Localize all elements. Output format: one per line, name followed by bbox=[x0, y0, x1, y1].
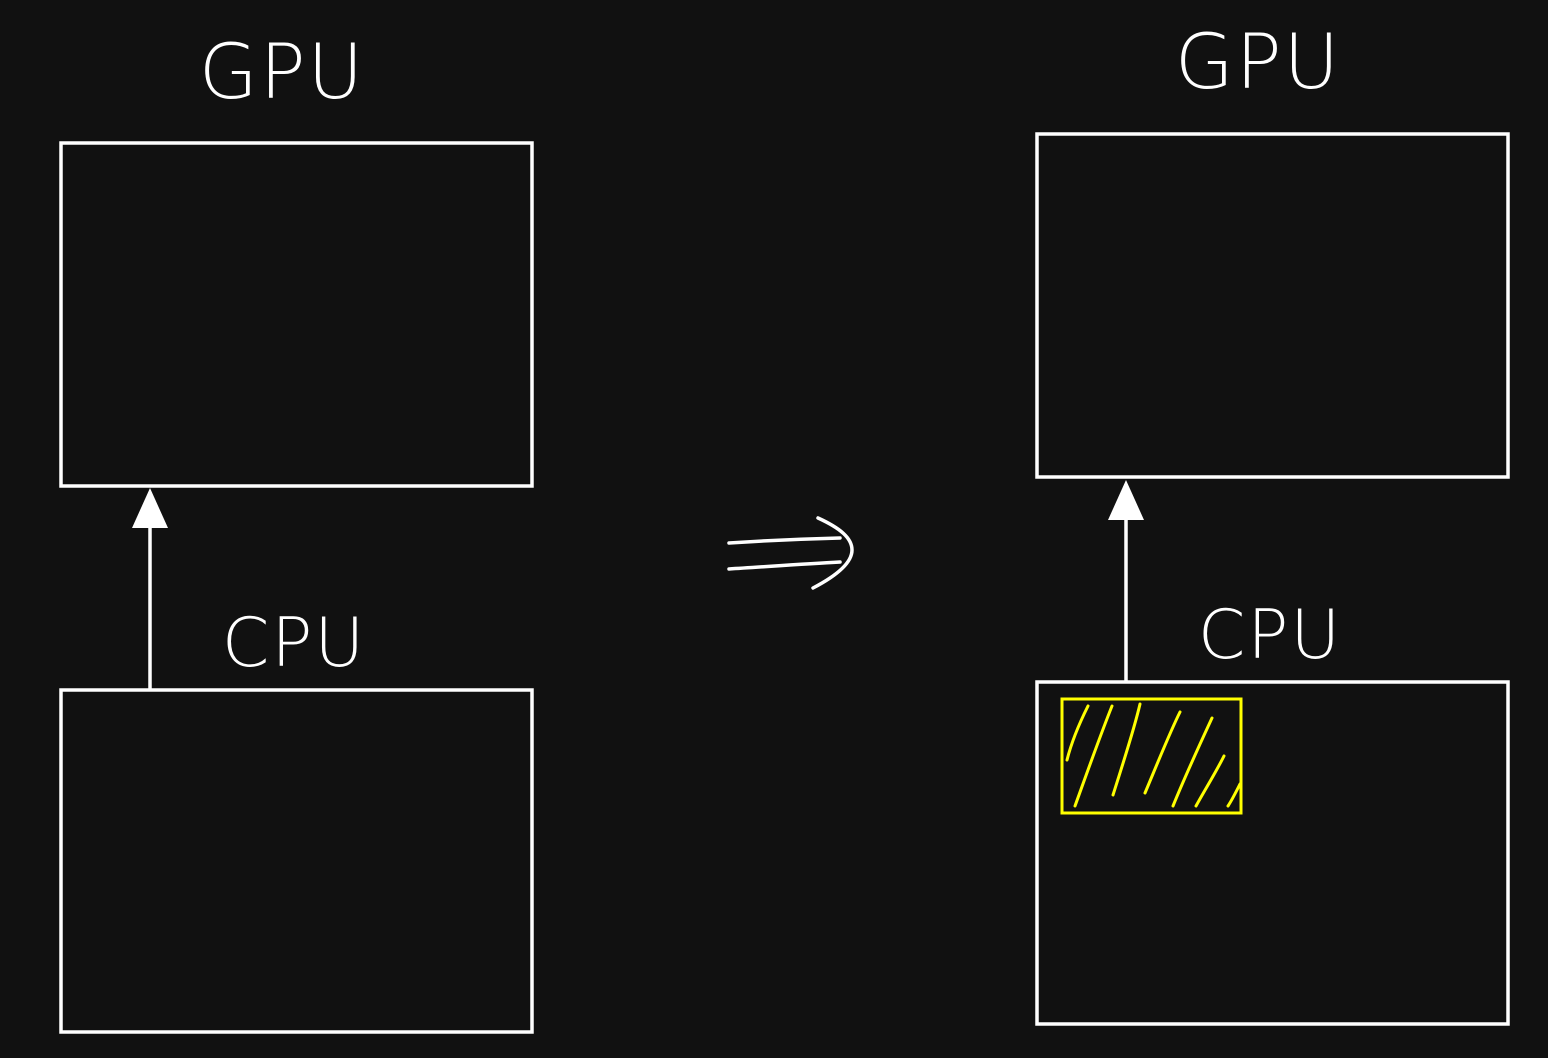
transition-upper-stroke bbox=[727, 536, 842, 545]
left-gpu-label: GPU bbox=[199, 27, 365, 116]
right-cpu-label: CPU bbox=[1198, 596, 1342, 675]
hatch-line bbox=[1111, 702, 1142, 797]
right-gpu-box bbox=[1035, 132, 1510, 479]
left-cpu-box bbox=[59, 688, 534, 1034]
highlight-region-border bbox=[1060, 697, 1243, 815]
hatch-line bbox=[1226, 782, 1242, 808]
right-gpu-label: GPU bbox=[1175, 17, 1341, 106]
transition-lower-stroke bbox=[727, 560, 842, 571]
hatch-line bbox=[1143, 710, 1182, 795]
transition-chevron-stroke bbox=[811, 516, 854, 590]
hatch-line bbox=[1065, 704, 1090, 762]
left-gpu-box bbox=[59, 141, 534, 488]
hatch-line bbox=[1194, 754, 1226, 808]
hatch-line bbox=[1171, 716, 1214, 808]
left-upload-arrowhead bbox=[132, 488, 168, 528]
highlighted-memory-region bbox=[1060, 697, 1243, 815]
left-panel: GPU CPU bbox=[59, 27, 534, 1034]
left-cpu-label: CPU bbox=[222, 604, 366, 683]
double-arrow-right-icon bbox=[727, 516, 854, 590]
hatch-line bbox=[1073, 704, 1114, 808]
right-panel: GPU CPU bbox=[1035, 17, 1510, 1026]
right-upload-arrowhead bbox=[1108, 480, 1144, 520]
right-cpu-box bbox=[1035, 680, 1510, 1026]
